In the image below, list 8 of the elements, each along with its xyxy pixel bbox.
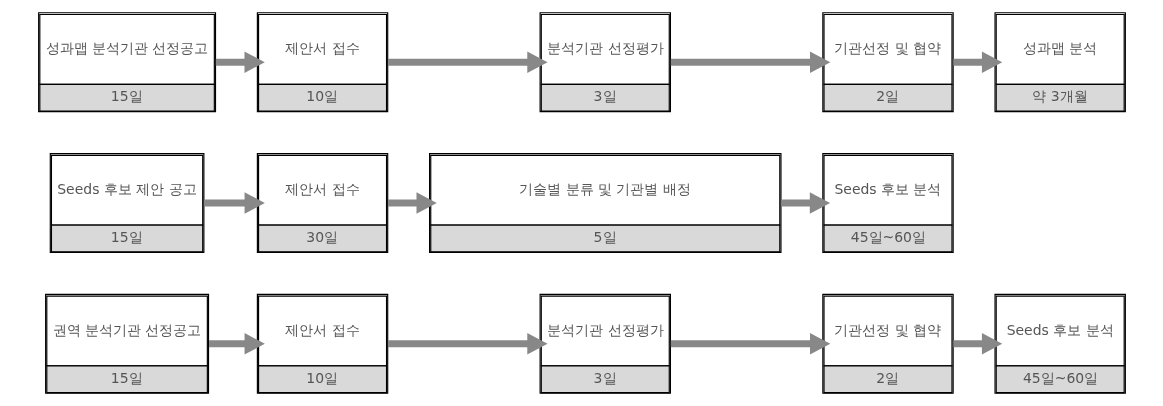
arrow: [952, 51, 1002, 73]
arrow: [208, 333, 265, 355]
arrow: [203, 192, 265, 214]
arrow: [780, 192, 830, 214]
arrow: [387, 192, 437, 214]
arrow: [387, 51, 548, 73]
arrow: [952, 333, 1002, 355]
arrow: [387, 333, 548, 355]
